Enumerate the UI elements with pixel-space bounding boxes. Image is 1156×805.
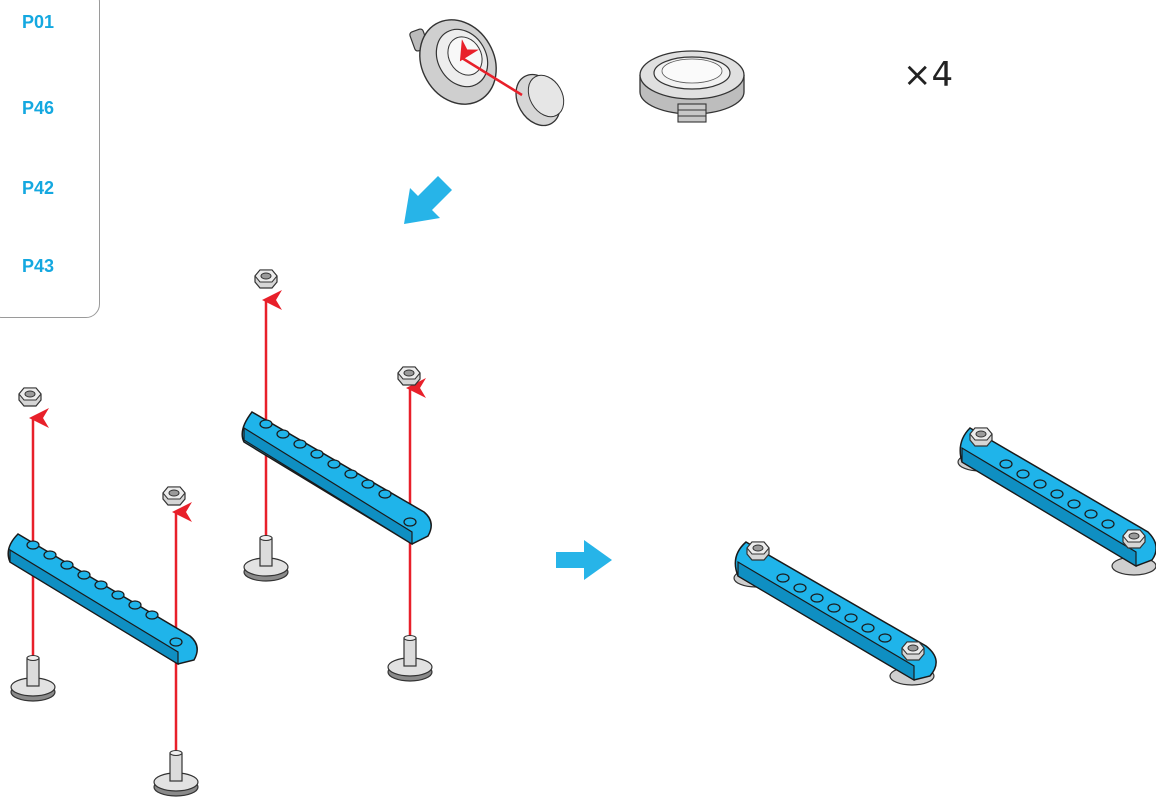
down-left-arrow-icon — [404, 176, 452, 224]
quantity-label: ×4 — [903, 55, 954, 95]
part-label-p01: P01 — [22, 12, 55, 32]
foot-assembled — [639, 50, 745, 123]
right-arrow-icon — [556, 540, 612, 580]
beam-assembly-middle — [241, 269, 433, 682]
beam-assembled-lower — [733, 541, 937, 686]
beam-assembled-upper — [957, 427, 1156, 576]
part-label-p46: P46 — [22, 98, 55, 118]
parts-panel — [0, 0, 100, 318]
foot-cap-exploded — [409, 19, 565, 127]
beam-assembly-left — [7, 387, 199, 797]
part-label-p43: P43 — [22, 256, 55, 276]
part-label-p42: P42 — [22, 178, 55, 198]
